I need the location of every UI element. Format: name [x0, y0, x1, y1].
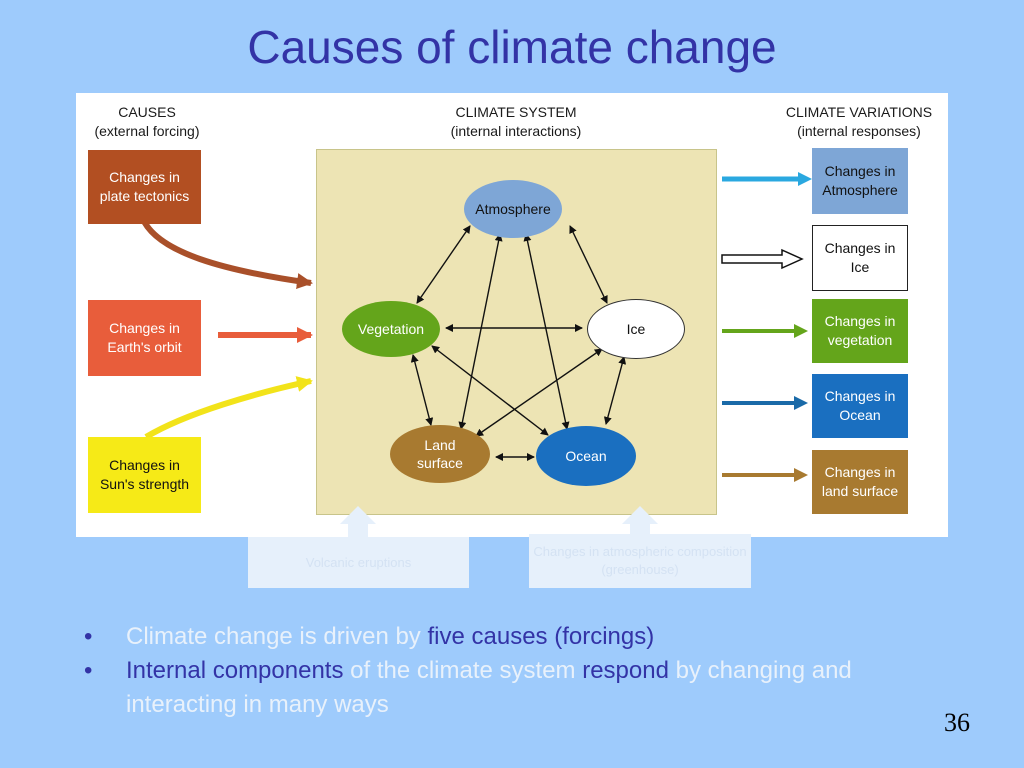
diagram-arrows — [139, 172, 812, 482]
variations-header: CLIMATE VARIATIONS (internal responses) — [770, 103, 948, 141]
node-ocean: Ocean — [536, 426, 636, 486]
slide-title: Causes of climate change — [247, 21, 777, 73]
causes-title: CAUSES — [118, 104, 176, 120]
link-ice-ocean — [603, 356, 627, 425]
system-header: CLIMATE SYSTEM (internal interactions) — [406, 103, 626, 141]
causes-header: CAUSES (external forcing) — [76, 103, 218, 141]
bullet-highlight: respond — [582, 657, 669, 684]
link-atmosphere-ice — [569, 225, 608, 304]
variation-ocean: Changes in Ocean — [812, 374, 908, 438]
cause-sun-strength: Changes in Sun's strength — [88, 437, 201, 513]
diagram-panel: CAUSES (external forcing) CLIMATE SYSTEM… — [76, 93, 948, 537]
link-vegetation-land — [410, 354, 434, 426]
bullet-list: • Climate change is driven by five cause… — [84, 620, 944, 722]
variations-subtitle: (internal responses) — [797, 123, 921, 139]
bullet-highlight: five causes (forcings) — [427, 623, 655, 650]
bullet-highlight: Internal components — [126, 657, 344, 684]
cause-plate-tectonics: Changes in plate tectonics — [88, 150, 201, 224]
ice-response-arrow — [721, 248, 804, 270]
node-land-surface: Land surface — [390, 425, 490, 483]
page-number: 36 — [944, 708, 970, 737]
plate-tectonics-arrow — [139, 215, 313, 289]
causes-subtitle: (external forcing) — [94, 123, 200, 139]
bullet-dot: • — [84, 657, 93, 684]
bullet-item: • Internal components of the climate sys… — [84, 654, 944, 722]
node-ice: Ice — [587, 299, 685, 359]
variation-vegetation: Changes in vegetation — [812, 299, 908, 363]
bullet-text: Climate change is driven by — [126, 623, 428, 650]
bullet-text: of the climate system — [343, 657, 583, 684]
atmospheric-composition-box: Changes in atmospheric composition (gree… — [529, 534, 751, 588]
system-subtitle: (internal interactions) — [450, 123, 582, 139]
variation-ice: Changes in Ice — [812, 225, 908, 291]
bullet-dot: • — [84, 623, 93, 650]
cause-earth-orbit: Changes in Earth's orbit — [88, 300, 201, 376]
bullet-text: by changing and interacting in many ways — [126, 657, 852, 718]
system-title: CLIMATE SYSTEM — [455, 104, 577, 120]
link-ice-land — [475, 348, 603, 437]
node-vegetation: Vegetation — [342, 301, 440, 357]
variation-atmosphere: Changes in Atmosphere — [812, 148, 908, 214]
variations-title: CLIMATE VARIATIONS — [785, 104, 933, 120]
volcanic-eruptions-box: Volcanic eruptions — [248, 537, 469, 588]
node-atmosphere: Atmosphere — [464, 180, 562, 238]
bullet-item: • Climate change is driven by five cause… — [84, 620, 944, 654]
sun-strength-arrow — [144, 376, 313, 440]
variation-land-surface: Changes in land surface — [812, 450, 908, 514]
